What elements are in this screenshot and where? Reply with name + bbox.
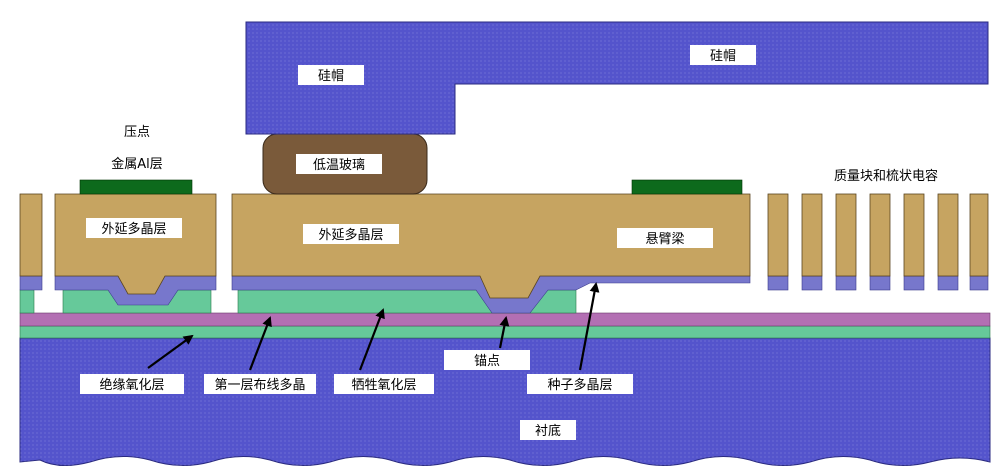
arrow-first-poly <box>248 316 272 371</box>
seed-poly-label: 种子多晶层 <box>547 377 612 393</box>
arrow-seed-poly <box>578 282 600 371</box>
glass-label: 低温玻璃 <box>313 158 365 173</box>
cap-right-label: 硅帽 <box>710 48 736 64</box>
label-boxes <box>80 45 756 440</box>
insulating-oxide-label: 绝缘氧化层 <box>99 377 164 393</box>
mass-comb-label: 质量块和梳状电容 <box>834 168 938 184</box>
metal-al-pads <box>79 179 743 195</box>
silicon-cap <box>245 21 989 135</box>
epi-center-label: 外延多晶层 <box>318 227 383 243</box>
substrate-label: 衬底 <box>535 423 561 439</box>
first-poly-label: 第一层布线多晶 <box>214 377 305 393</box>
pad-label: 压点 <box>124 125 150 140</box>
annotation-arrows <box>147 282 600 371</box>
substrate <box>19 337 991 466</box>
cantilever-label: 悬臂梁 <box>645 232 684 247</box>
arrow-anchor <box>498 316 510 349</box>
epi-left-label: 外延多晶层 <box>101 221 166 237</box>
anchor-label: 锚点 <box>474 354 500 369</box>
arrow-sacrificial-oxide <box>358 308 385 371</box>
metal-label: 金属Al层 <box>111 156 163 172</box>
arrow-insulating-oxide <box>147 334 194 369</box>
cap-left-label: 硅帽 <box>318 68 344 84</box>
sacrificial-oxide-label: 牺牲氧化层 <box>351 378 416 393</box>
